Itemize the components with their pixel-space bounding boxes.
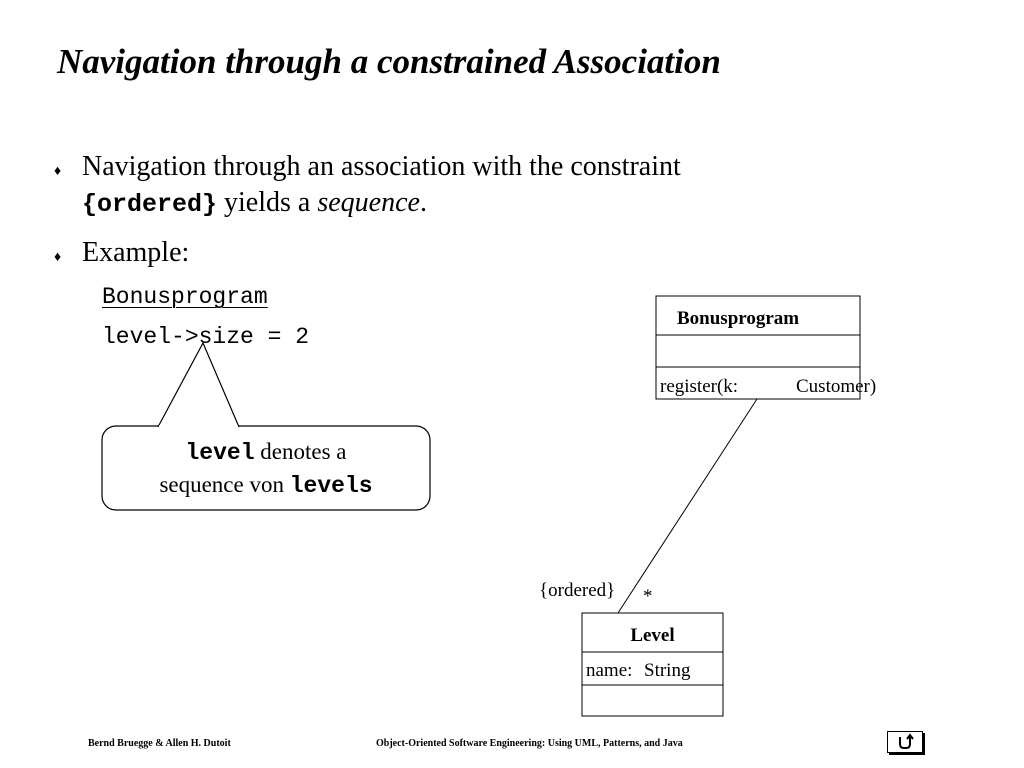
ordered-keyword: {ordered} xyxy=(82,190,218,219)
bullet-2-text: Example: xyxy=(82,237,190,268)
footer-book-title: Object-Oriented Software Engineering: Us… xyxy=(376,738,683,749)
slide-title: Navigation through a constrained Associa… xyxy=(57,42,721,81)
ocl-context: Bonusprogram xyxy=(102,284,268,310)
bonusprogram-class-box xyxy=(655,295,861,400)
bonusprogram-operation-param: register(k: xyxy=(660,376,739,397)
level-class-name: Level xyxy=(630,625,675,646)
bonusprogram-class-name: Bonusprogram xyxy=(677,308,800,329)
association-line xyxy=(617,398,758,614)
sequence-term: sequence xyxy=(317,187,420,218)
diamond-bullet-icon: ♦ xyxy=(54,250,62,265)
callout-text-2: sequence von xyxy=(159,472,290,497)
footer-authors: Bernd Bruegge & Allen H. Dutoit xyxy=(88,738,231,749)
bonusprogram-operation-type: Customer) xyxy=(796,376,877,397)
level-class-box xyxy=(581,612,724,717)
callout-text: level denotes a sequence von levels xyxy=(102,436,430,502)
bullet-1-period: . xyxy=(419,187,427,218)
diamond-bullet-icon: ♦ xyxy=(54,164,62,179)
callout-pointer xyxy=(157,341,240,428)
callout-code-levels: levels xyxy=(289,473,373,499)
callout-box xyxy=(101,425,431,511)
multiplicity-label: * xyxy=(643,586,653,607)
callout-text-1: denotes a xyxy=(254,439,347,464)
ocl-expression: level->size = 2 xyxy=(102,324,310,350)
bullet-1-text: yields a xyxy=(217,187,318,218)
ordered-constraint-label: {ordered} xyxy=(539,580,616,601)
return-arrow-icon[interactable] xyxy=(887,731,923,753)
bullet-1-line-1: Navigation through an association with t… xyxy=(82,151,681,182)
level-attribute-type: String xyxy=(644,660,691,681)
bullet-1-line-2: {ordered} yields a sequence. xyxy=(82,186,427,220)
level-attribute-name: name: xyxy=(586,660,633,681)
callout-code-level: level xyxy=(185,440,255,466)
